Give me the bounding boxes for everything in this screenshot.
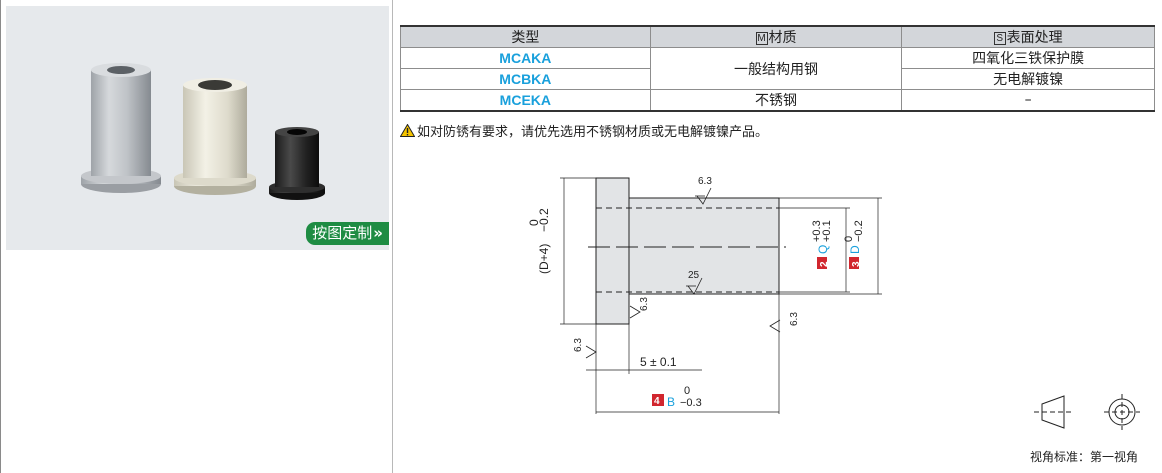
b-letter: B xyxy=(667,395,675,409)
d-badge-number: 3 xyxy=(851,261,862,267)
surface-cell: 无电解镀镍 xyxy=(901,68,1155,90)
body-outline xyxy=(628,197,780,295)
roughness-label: 6.3 xyxy=(698,176,712,187)
panel-divider xyxy=(392,0,393,473)
type-code-cell[interactable]: MCBKA xyxy=(400,68,651,90)
surface-badge: S xyxy=(993,32,1006,45)
roughness-label: 6.3 xyxy=(789,312,800,326)
rust-note-text: 如对防锈有要求，请优先选用不锈钢材质或无电解镀镍产品。 xyxy=(417,125,769,140)
d-tol-lower: −0.2 xyxy=(853,220,865,242)
material-cell: 一般结构用钢 xyxy=(649,47,903,90)
type-code-link[interactable]: MCBKA xyxy=(499,70,552,87)
roughness-label: 25 xyxy=(688,270,700,281)
type-code-cell[interactable]: MCAKA xyxy=(400,47,651,69)
table-row: MCBKA 无电解镀镍 xyxy=(400,68,1155,90)
product-image-panel: 按图定制» xyxy=(6,6,389,250)
header-material-label: 材质 xyxy=(768,30,797,46)
flange-tol-lower: −0.2 xyxy=(537,208,551,232)
q-badge-bg xyxy=(817,257,827,269)
header-surface-label: 表面处理 xyxy=(1006,30,1063,46)
b-badge-bg xyxy=(652,394,664,406)
thickness-dim-label: 5 ± 0.1 xyxy=(640,355,677,369)
d-badge-bg xyxy=(849,257,859,269)
surface-cell: – xyxy=(901,89,1155,112)
type-code-link[interactable]: MCEKA xyxy=(499,91,552,108)
technical-drawing: 6.3 25 6.3 6.3 6.3 (D+4) 0 −0.2 2 Q +0.3… xyxy=(527,176,882,414)
material-cell: 不锈钢 xyxy=(649,89,903,112)
warning-icon xyxy=(400,124,415,137)
flange-dim-label: (D+4) xyxy=(537,244,551,274)
q-badge-number: 2 xyxy=(819,261,830,267)
b-tol-upper: 0 xyxy=(684,385,690,397)
d-tol-upper: 0 xyxy=(843,236,855,242)
b-tol-lower: −0.3 xyxy=(680,397,702,409)
material-badge: M xyxy=(755,32,768,45)
header-type: 类型 xyxy=(400,25,651,48)
first-angle-projection-icon xyxy=(1034,394,1140,430)
rust-note: 如对防锈有要求，请优先选用不锈钢材质或无电解镀镍产品。 xyxy=(400,121,768,140)
roughness-label: 6.3 xyxy=(639,297,650,311)
bushing-product-icon xyxy=(81,63,325,200)
flange-outline xyxy=(595,177,630,325)
b-badge-number: 4 xyxy=(654,396,660,407)
roughness-label: 6.3 xyxy=(573,338,584,352)
projection-label: 视角标准：第一视角 xyxy=(1030,450,1139,464)
d-letter: D xyxy=(848,245,862,254)
table-row: MCAKA 一般结构用钢 四氧化三铁保护膜 xyxy=(400,47,1155,90)
custom-order-label: 按图定制 xyxy=(312,224,373,242)
q-tol-upper: +0.3 xyxy=(811,220,823,242)
double-chevron-right-icon: » xyxy=(373,224,383,242)
table-row: MCEKA 不锈钢 – xyxy=(400,89,1155,112)
q-tol-lower: +0.1 xyxy=(821,220,833,242)
type-code-cell[interactable]: MCEKA xyxy=(400,89,651,112)
flange-tol-upper: 0 xyxy=(527,219,541,226)
surface-cell: 四氧化三铁保护膜 xyxy=(901,47,1155,69)
custom-order-button[interactable]: 按图定制» xyxy=(306,222,389,245)
q-letter: Q xyxy=(816,245,830,254)
type-code-link[interactable]: MCAKA xyxy=(499,49,552,66)
